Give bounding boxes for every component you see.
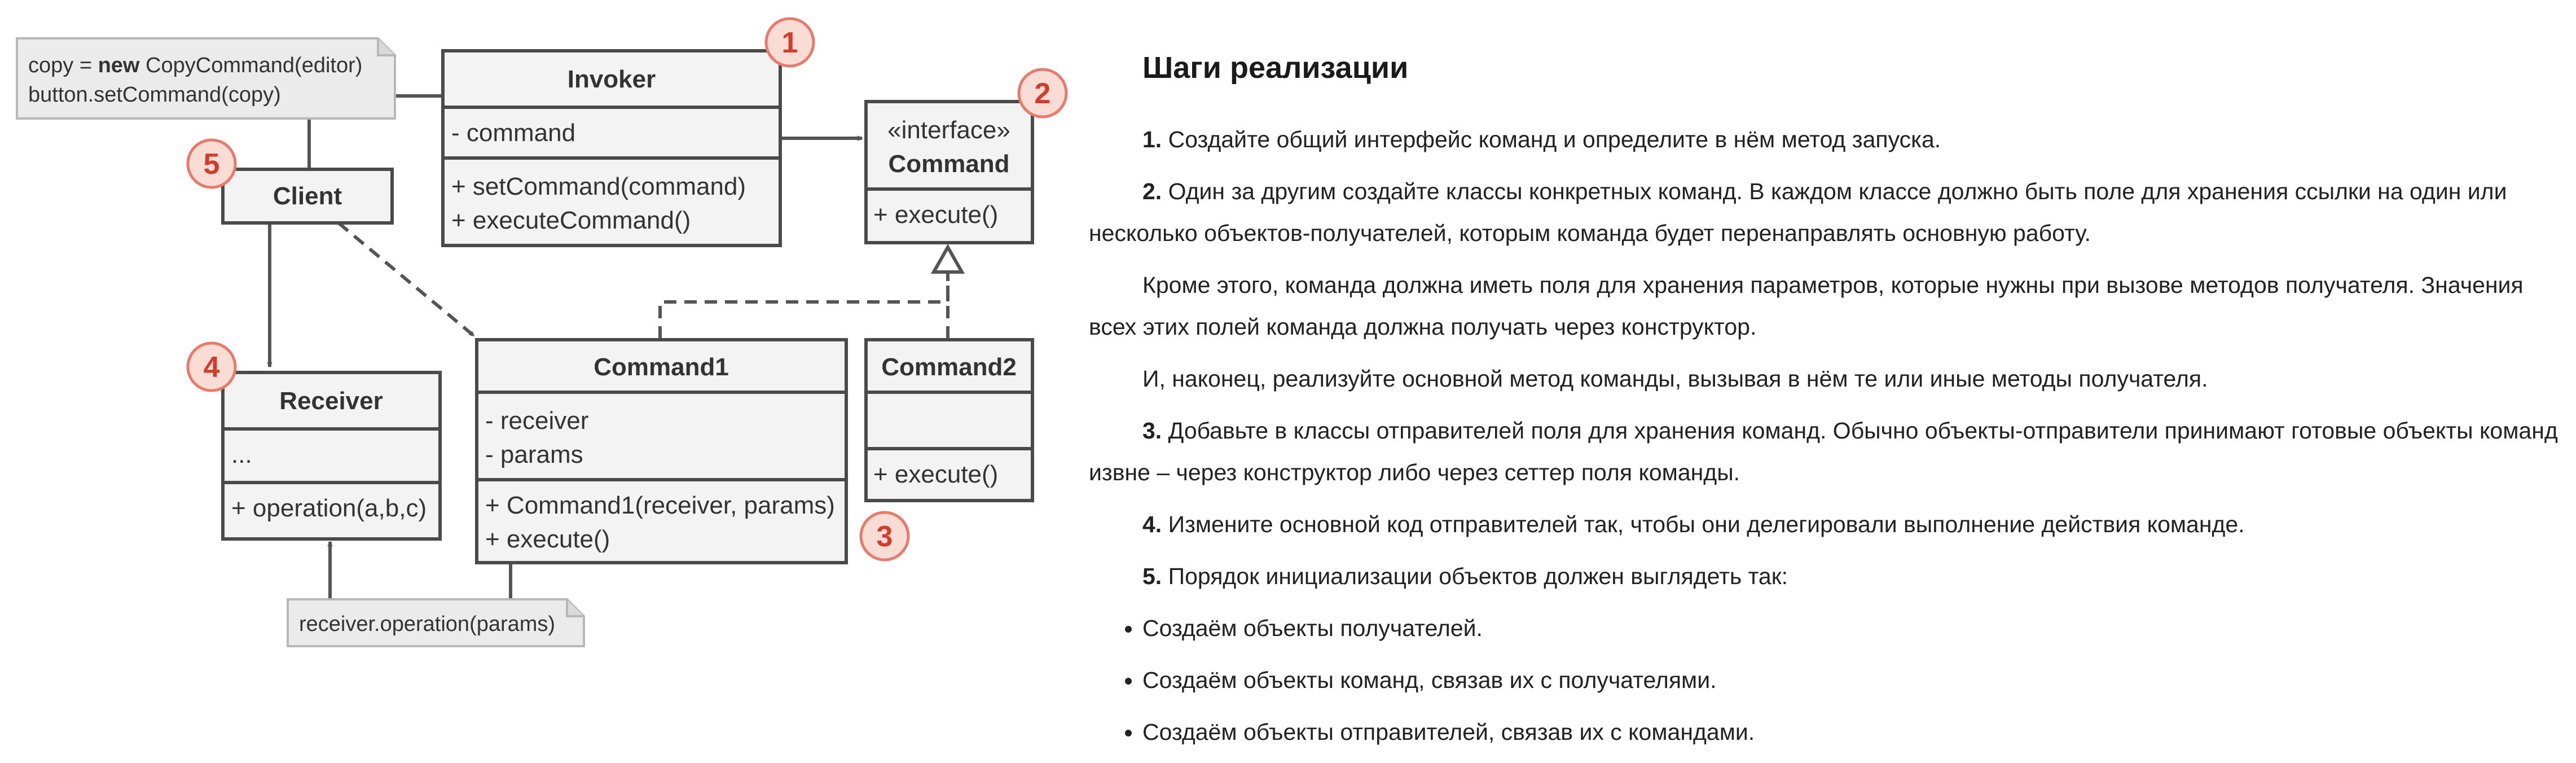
badge-2: 2	[1017, 68, 1068, 119]
svg-text:4: 4	[204, 351, 220, 384]
step-text: Один за другим создайте классы конкретны…	[1089, 178, 2507, 246]
client-note-line1: copy = new CopyCommand(editor)	[28, 54, 362, 77]
command1-realization-line	[658, 272, 949, 339]
implementation-steps: Шаги реализации 1. Создайте общий интерф…	[1089, 45, 2567, 763]
svg-text:1: 1	[782, 27, 798, 59]
step-number: 4.	[1142, 511, 1162, 537]
list-item: Создаём объекты команд, связав их с полу…	[1142, 659, 2567, 701]
receiver-operation-note: receiver.operation(params)	[287, 598, 585, 647]
receiver-class-box: Receiver ... + operation(a,b,c)	[221, 371, 442, 541]
badge-1: 1	[764, 17, 815, 68]
command1-class-box: Command1 - receiver - params + Command1(…	[475, 338, 848, 564]
svg-text:3: 3	[877, 520, 893, 553]
step-2: 2. Один за другим создайте классы конкре…	[1089, 170, 2567, 254]
invoker-title: Invoker	[568, 65, 656, 93]
step-5: 5. Порядок инициализации объектов должен…	[1089, 555, 2567, 597]
step-3: 3. Добавьте в классы отправителей поля д…	[1089, 410, 2567, 493]
step-text: Порядок инициализации объектов должен вы…	[1162, 563, 1788, 589]
client-note-line2: button.setCommand(copy)	[28, 83, 281, 107]
step-number: 1.	[1142, 126, 1162, 152]
client-note-connector	[395, 71, 445, 98]
step-number: 3.	[1142, 418, 1162, 444]
step-number: 2.	[1142, 178, 1162, 204]
invoker-method-2: + executeCommand()	[451, 207, 691, 234]
command-interface-box: «interface» Command + execute()	[864, 100, 1034, 244]
steps-heading: Шаги реализации	[1142, 51, 1409, 85]
step-2-final: И, наконец, реализуйте основной метод ко…	[1089, 358, 2567, 400]
badge-3: 3	[859, 511, 910, 562]
receiver-method: + operation(a,b,c)	[231, 494, 427, 522]
command1-title: Command1	[594, 353, 729, 381]
invoker-class-box: Invoker - command + setCommand(command) …	[441, 49, 782, 247]
command1-field-1: - receiver	[485, 407, 588, 435]
command2-title: Command2	[881, 353, 1017, 381]
client-code-note: copy = new CopyCommand(editor) button.se…	[16, 37, 396, 120]
client-title: Client	[273, 182, 342, 210]
step-number: 5.	[1142, 563, 1162, 589]
step-4: 4. Измените основной код отправителей та…	[1089, 503, 2567, 545]
command-interface-method: + execute()	[873, 201, 998, 229]
client-to-command1-arrow	[337, 221, 475, 337]
svg-text:2: 2	[1035, 77, 1051, 110]
command-interface-title: Command	[888, 150, 1009, 178]
invoker-method-1: + setCommand(command)	[451, 173, 746, 200]
command-pattern-diagram: copy = new CopyCommand(editor) button.se…	[16, 17, 1068, 647]
client-class-box: Client	[221, 168, 394, 225]
badge-5: 5	[186, 138, 237, 189]
step-text: Кроме этого, команда должна иметь поля д…	[1089, 272, 2524, 340]
list-item: Создаём объекты получателей.	[1142, 607, 2567, 649]
receiver-title: Receiver	[279, 387, 383, 415]
list-item: Создаём объекты отправителей, связав их …	[1142, 711, 2567, 753]
init-order-list: Создаём объекты получателей. Создаём объ…	[1089, 607, 2567, 753]
step-2-continued: Кроме этого, команда должна иметь поля д…	[1089, 264, 2567, 348]
svg-text:5: 5	[204, 148, 220, 181]
step-text: Добавьте в классы отправителей поля для …	[1089, 418, 2558, 485]
command1-method-2: + execute()	[485, 525, 610, 553]
command2-class-box: Command2 + execute()	[864, 338, 1034, 502]
receiver-note-text: receiver.operation(params)	[299, 612, 555, 636]
command-stereotype: «interface»	[887, 116, 1010, 144]
command1-method-1: + Command1(receiver, params)	[485, 492, 835, 519]
command1-field-2: - params	[485, 441, 583, 468]
step-text: Измените основной код отправителей так, …	[1162, 511, 2245, 537]
step-text: Создайте общий интерфейс команд и опреде…	[1162, 126, 1941, 152]
step-1: 1. Создайте общий интерфейс команд и опр…	[1089, 119, 2567, 160]
invoker-field: - command	[451, 119, 575, 147]
step-text: И, наконец, реализуйте основной метод ко…	[1142, 366, 2208, 392]
command2-method: + execute()	[873, 461, 998, 488]
badge-4: 4	[186, 341, 237, 392]
realization-triangle	[930, 243, 965, 274]
receiver-field: ...	[231, 441, 252, 468]
